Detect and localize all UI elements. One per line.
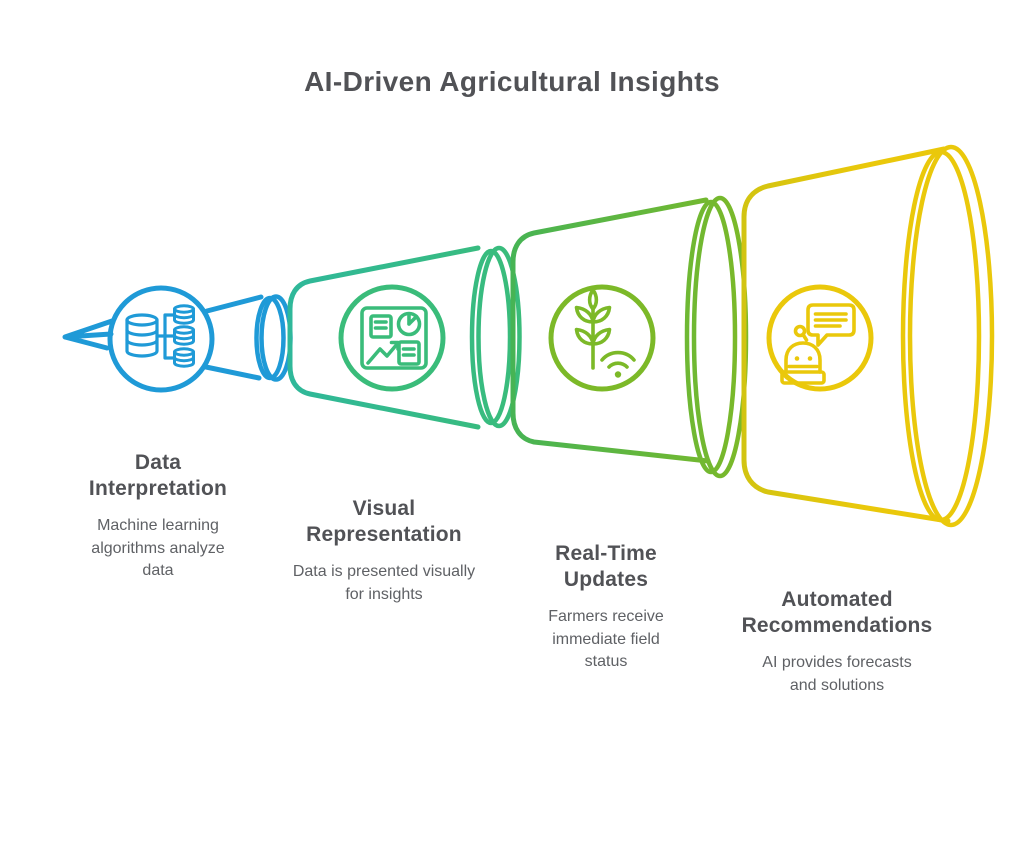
stage-4-title: Automated Recommendations (741, 588, 933, 638)
stage-2-label: Visual Representation Data is presented … (292, 496, 476, 606)
stage-1-title: Data Interpretation (88, 451, 228, 501)
page-title: AI-Driven Agricultural Insights (304, 66, 720, 97)
funnel-tip (62, 318, 115, 351)
stage-4-mouth-inner (900, 149, 982, 523)
stage-2-body (287, 245, 481, 430)
stage-4-funnel-segment (741, 144, 995, 528)
stage-2-mouth-outer (476, 245, 522, 429)
robot-chat-icon (780, 303, 856, 385)
stage-1-icon-circle (107, 285, 215, 393)
stage-4-label: Automated Recommendations AI provides fo… (711, 587, 963, 697)
stage-3-body (510, 197, 711, 464)
stage-4-description: AI provides forecasts and solutions (762, 653, 912, 694)
stage-3-mouth-outer (691, 195, 749, 479)
plant-wifi-icon (574, 288, 636, 378)
stage-2-funnel-segment (287, 245, 522, 430)
stage-2-title: Visual Representation (306, 497, 462, 547)
stage-3-icon-circle (548, 284, 656, 392)
stage-1-description: Machine learning algorithms analyze data (91, 516, 225, 580)
stage-4-icon-circle (766, 284, 874, 392)
stage-3-funnel-segment (510, 195, 749, 479)
stage-4-body (741, 146, 951, 524)
stage-2-icon-circle (338, 284, 446, 392)
stage-2-icon-group (338, 284, 446, 392)
stage-1-funnel-segment (62, 285, 293, 393)
stage-3-title: Real-Time Updates (555, 542, 657, 592)
dashboard-charts-icon (360, 306, 428, 370)
stage-3-description: Farmers receive immediate field status (548, 607, 664, 671)
stage-3-icon-group (548, 284, 656, 392)
stage-1-mouth-outer (259, 294, 293, 382)
database-tree-icon (125, 304, 195, 368)
stage-1-cone-lines (203, 294, 264, 381)
stage-4-icon-group (766, 284, 874, 392)
stage-3-label: Real-Time Updates Farmers receive immedi… (524, 541, 688, 674)
stage-1-label: Data Interpretation Machine learning alg… (66, 450, 250, 583)
stage-4-mouth-outer (907, 144, 995, 528)
stage-2-description: Data is presented visually for insights (292, 562, 476, 603)
